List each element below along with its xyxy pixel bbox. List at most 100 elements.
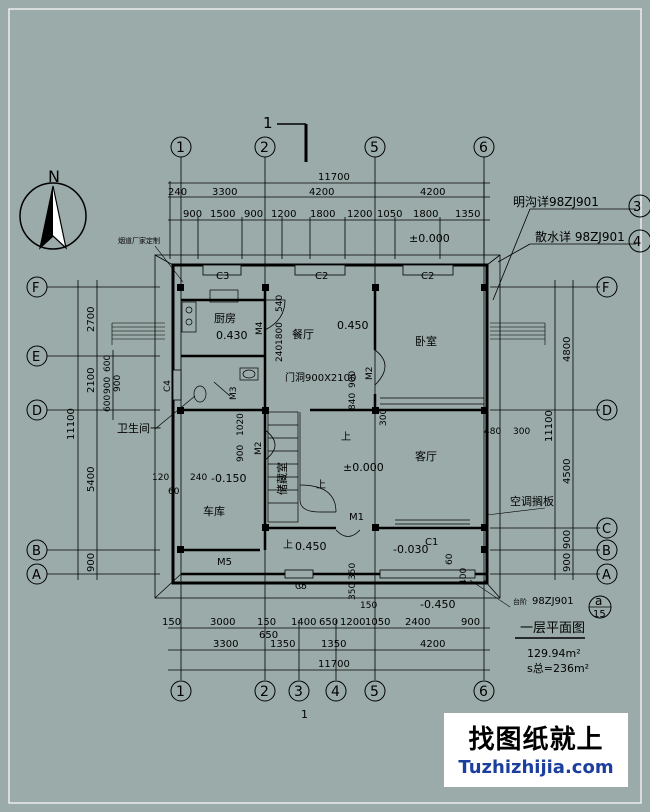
bottom-dim-2400: 2400 <box>405 617 430 628</box>
room-garage: 车库 <box>203 504 225 518</box>
inner-dim-240a: 240 <box>275 345 285 362</box>
room-storage: 储藏室 <box>275 462 289 495</box>
bottom-dim-650b: 650 <box>259 630 278 641</box>
bottom-dim-3300: 3300 <box>213 639 238 650</box>
section-mark-bottom: 1 <box>301 708 308 721</box>
bedroom-rail <box>380 397 484 525</box>
elev-dining: 0.450 <box>337 319 369 332</box>
up-arrow-2: 上 <box>316 479 326 491</box>
top-dim-900: 900 <box>183 209 202 220</box>
elev-storage-porch: 0.450 <box>295 540 327 553</box>
elev-garage: -0.150 <box>211 472 246 485</box>
left-dim-2700: 2700 <box>86 307 97 332</box>
note-apron: 散水详 98ZJ901 <box>535 229 625 244</box>
right-dim-900a: 900 <box>562 530 573 549</box>
inner-dim-120: 120 <box>152 473 169 483</box>
room-dining: 餐厅 <box>292 327 314 341</box>
axis-top-2: 2 <box>260 140 269 156</box>
door-M5: M5 <box>217 557 232 568</box>
window-C4: C4 <box>163 380 173 392</box>
exterior-steps-left <box>111 322 165 345</box>
top-dim-240: 240 <box>168 187 187 198</box>
section-mark-label: 1 <box>263 114 273 132</box>
elevations: 0.430 0.450 ±0.000 ±0.000 -0.150 0.450 -… <box>211 232 455 611</box>
top-dim-1800b: 1800 <box>413 209 438 220</box>
window-C2b: C2 <box>421 271 434 282</box>
watermark-cn: 找图纸就上 <box>468 725 604 755</box>
inner-dim-300b: 300 <box>513 427 530 437</box>
north-arrow-icon: N <box>19 167 87 250</box>
interior-walls <box>181 287 487 576</box>
room-kitchen: 厨房 <box>214 312 236 325</box>
door-M2-bedroom: M2 <box>365 367 375 381</box>
plan-title: 一层平面图 <box>520 621 585 636</box>
detail-letter: a <box>595 594 602 608</box>
step-label: 台阶 <box>513 597 527 606</box>
chimney-note: 烟道厂家定制 <box>118 236 160 245</box>
watermark-box: 找图纸就上 Tuzhizhijia.com <box>444 713 628 787</box>
area-line-2: s总=236m² <box>527 661 589 675</box>
detail-number: 15 <box>593 609 606 620</box>
door-M1: M1 <box>349 512 364 523</box>
axis-top-5: 5 <box>370 140 379 156</box>
left-dim-600a: 600 <box>103 355 113 372</box>
bottom-axis-bubbles: 1 2 3 4 5 6 <box>170 680 495 702</box>
inner-dim-1800: 1800 <box>275 322 285 345</box>
bottom-dim-150a: 150 <box>162 617 181 628</box>
left-dim-900: 900 <box>86 553 97 572</box>
door-M4: M4 <box>255 321 265 335</box>
bottom-dim-1050: 1050 <box>365 617 390 628</box>
top-dim-4200-a: 4200 <box>309 187 334 198</box>
windows <box>172 264 476 579</box>
elev-living: ±0.000 <box>343 461 384 474</box>
inner-dim-1020: 1020 <box>236 413 246 436</box>
top-dim-1200: 1200 <box>271 209 296 220</box>
axis-bottom-4: 4 <box>331 684 340 700</box>
step-ref: 98ZJ901 <box>532 596 574 607</box>
note-ditch-num: 3 <box>633 200 641 215</box>
inner-dim-150: 150 <box>360 601 377 611</box>
axis-bottom-1: 1 <box>176 684 185 700</box>
bottom-dimensions <box>168 627 490 671</box>
window-C1: C1 <box>425 537 438 548</box>
left-dim-5400: 5400 <box>86 467 97 492</box>
top-dim-1200b: 1200 <box>347 209 372 220</box>
inner-dim-900a: 900 <box>348 371 358 388</box>
inner-dim-6: 6 <box>298 581 304 591</box>
top-dim-1500: 1500 <box>210 209 235 220</box>
right-dimensions <box>554 280 574 580</box>
section-mark-top: 1 <box>263 114 308 162</box>
inner-dimensions: 1800 240 540 900 840 1020 900 300 300 48… <box>152 295 530 611</box>
apron-outline <box>154 254 501 599</box>
door-M3: M3 <box>229 387 239 401</box>
inner-dim-350a: 350 <box>348 563 358 580</box>
inner-dim-480: 480 <box>484 427 501 437</box>
left-total-dim: 11100 <box>66 408 77 440</box>
left-dim-2100: 2100 <box>86 368 97 393</box>
inner-dim-400: 400 <box>459 568 469 585</box>
area-line-1: 129.94m² <box>527 647 581 660</box>
door-M2-storage: M2 <box>254 442 264 456</box>
axis-left-E: E <box>32 350 40 365</box>
elev-kitchen: 0.430 <box>216 329 248 342</box>
bottom-dim-4200: 4200 <box>420 639 445 650</box>
right-total-dim: 11100 <box>544 410 555 442</box>
up-arrow-3: 上 <box>283 539 293 551</box>
window-C2a: C2 <box>315 271 328 282</box>
north-label: N <box>48 167 60 186</box>
axis-left-F: F <box>32 281 39 296</box>
door-size-note: 门洞900X2100 <box>285 371 356 384</box>
left-dim-900b: 900 <box>113 375 123 392</box>
axis-right-D: D <box>602 404 612 419</box>
bottom-dim-1350a: 1350 <box>270 639 295 650</box>
room-labels: 厨房 餐厅 卧室 客厅 车库 储藏室 卫生间一 <box>117 312 437 518</box>
bottom-dim-900: 900 <box>461 617 480 628</box>
top-dim-1800: 1800 <box>310 209 335 220</box>
left-dimensions <box>77 280 114 580</box>
note-ditch: 明沟详98ZJ901 <box>513 194 599 209</box>
right-dim-900b: 900 <box>562 553 573 572</box>
axis-bottom-2: 2 <box>260 684 269 700</box>
bottom-dim-1350b: 1350 <box>321 639 346 650</box>
bottom-dim-150b: 150 <box>257 617 276 628</box>
top-dim-1350: 1350 <box>455 209 480 220</box>
